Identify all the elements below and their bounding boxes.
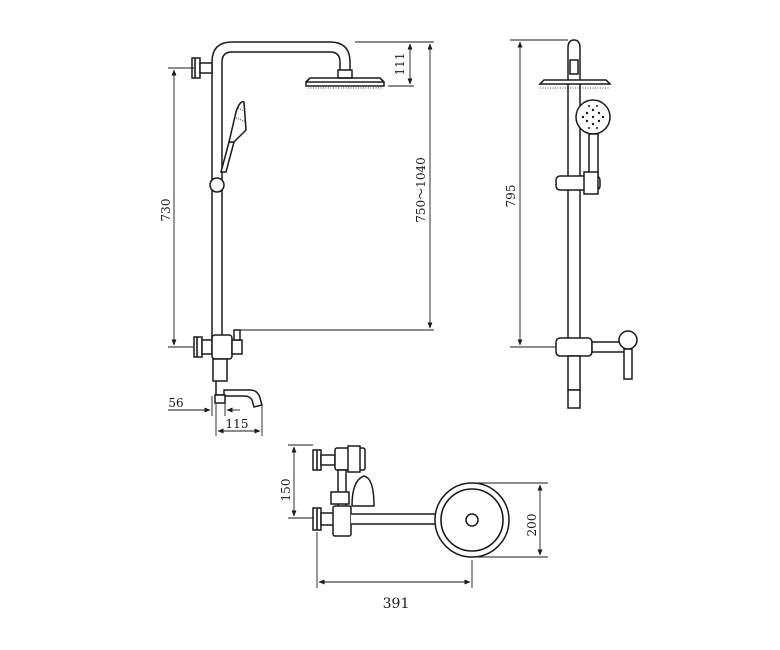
- top-dimensions: 150 200 391: [279, 444, 548, 612]
- dim-200-label: 200: [525, 514, 539, 537]
- bath-spout: [212, 358, 263, 408]
- dim-111-label: 111: [393, 53, 407, 76]
- top-mixer: [312, 491, 352, 537]
- shower-rail: [211, 41, 351, 342]
- wall-bracket-top: [191, 57, 213, 79]
- side-slider: [555, 171, 601, 195]
- rail-slider: [209, 177, 225, 193]
- dim-730-label: 730: [159, 199, 173, 222]
- side-mixer: [555, 330, 638, 409]
- dim-391-label: 391: [383, 596, 410, 612]
- overhead-shower-head: [305, 69, 385, 89]
- dim-750-1040-label: 750～1040: [414, 157, 428, 222]
- dim-150-label: 150: [279, 479, 293, 502]
- dim-795-label: 795: [504, 185, 518, 208]
- side-top-bracket: [569, 59, 579, 75]
- front-dimensions: 730 111 750～1040 56 115: [159, 41, 434, 436]
- dim-56-label: 56: [168, 396, 183, 410]
- side-hand-shower: [575, 99, 611, 177]
- top-holder: [351, 475, 375, 507]
- front-view: [191, 41, 385, 408]
- mixer-valve: [193, 329, 243, 360]
- dim-115-label: 115: [226, 417, 249, 431]
- side-dimensions: 795: [504, 39, 568, 348]
- side-overhead-head: [538, 79, 612, 89]
- side-view: [538, 39, 638, 409]
- hand-shower: [220, 100, 247, 173]
- top-view: [312, 445, 510, 558]
- top-round-head: [434, 482, 510, 558]
- top-upper-bracket: [312, 445, 366, 473]
